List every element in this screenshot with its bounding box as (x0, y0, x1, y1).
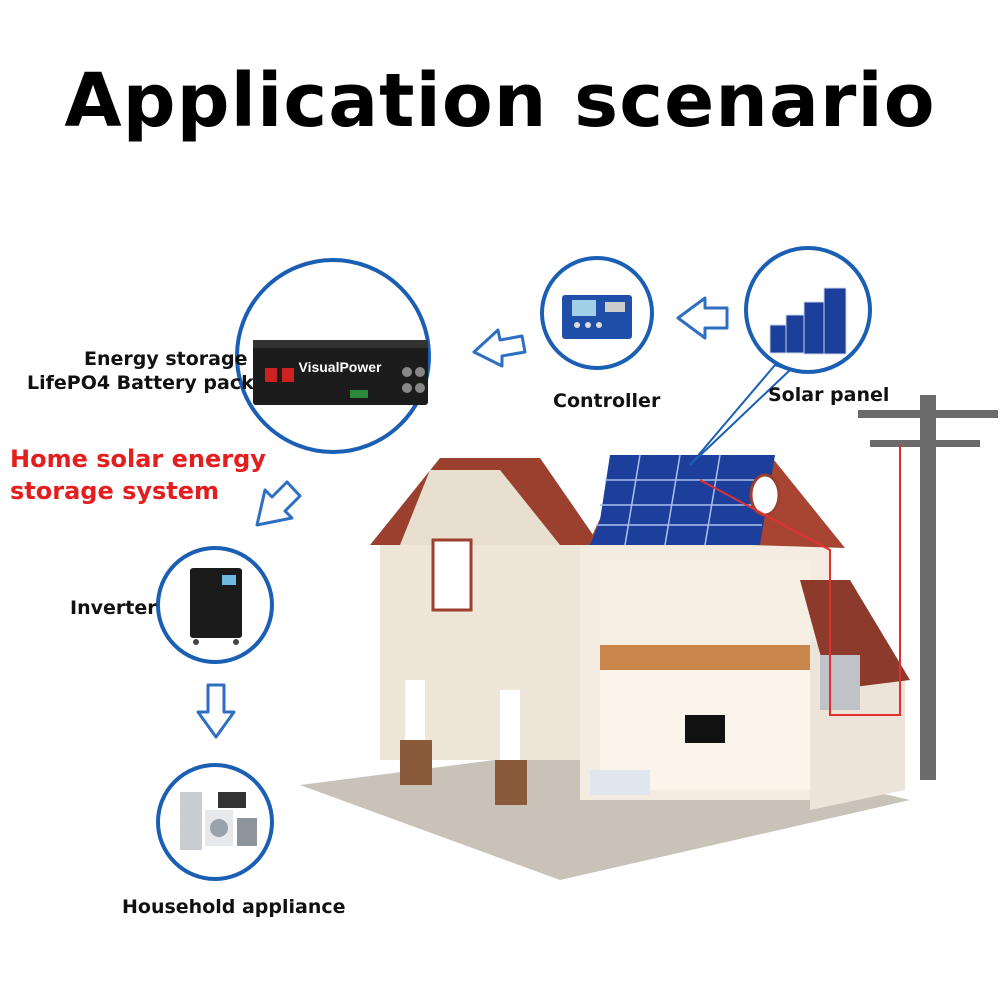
inverter-label: Inverter (70, 597, 157, 619)
battery-brand: VisualPower (298, 359, 382, 375)
appliance-label: Household appliance (122, 896, 346, 918)
system-subtitle-line2: storage system (10, 477, 220, 505)
arrow-solar-to-controller (676, 296, 729, 340)
solar-panel-label: Solar panel (768, 384, 890, 406)
arrow-battery-to-inverter (255, 480, 302, 527)
battery-label-line1: Energy storage (84, 348, 248, 370)
house-illustration (300, 445, 910, 880)
household-appliances-icon (180, 792, 257, 850)
controller-icon (562, 295, 632, 339)
system-subtitle-line1: Home solar energy (10, 445, 266, 473)
power-pole (858, 395, 998, 780)
battery-pack-icon: VisualPower (253, 340, 428, 405)
arrow-inverter-to-appliance (196, 683, 236, 739)
controller-label: Controller (553, 390, 661, 412)
solar-panels-icon (769, 287, 847, 355)
arrow-controller-to-battery (472, 328, 527, 368)
battery-label-line2: LifePO4 Battery pack (27, 372, 254, 394)
solar-pointer (689, 363, 792, 466)
page-title: Application scenario (64, 58, 936, 144)
inverter-icon (190, 568, 242, 645)
